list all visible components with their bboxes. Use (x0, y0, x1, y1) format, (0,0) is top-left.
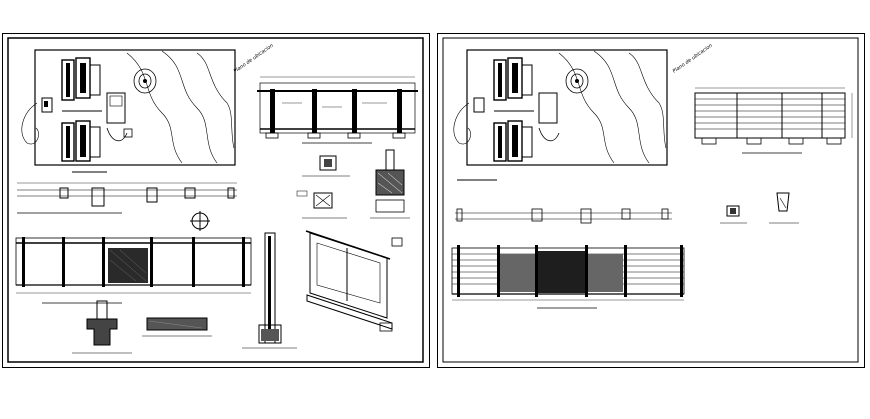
drawing-sheet-right: Plano de ubicacion (437, 33, 865, 368)
foundation-plan-strip (17, 182, 237, 214)
cad-drawing-left: Plano de ubicacion (2, 33, 430, 368)
fence-isometric-view (305, 230, 403, 332)
north-label-left: Plano de ubicacion (233, 43, 275, 75)
post-detail-small (720, 192, 799, 224)
drawing-sheet-left: Plano de ubicacion (2, 33, 430, 368)
column-detail-small (296, 155, 350, 219)
north-label-right: Plano de ubicacion (672, 43, 714, 75)
beam-section-bottom (142, 317, 212, 337)
section-marker-symbol (190, 211, 210, 231)
cad-drawing-right: Plano de ubicacion (437, 33, 865, 368)
site-plan: Plano de ubicacion (21, 43, 275, 173)
footing-section-bottom (72, 300, 132, 354)
site-plan-right: Plano de ubicacion (453, 43, 714, 181)
timber-fence-elevation (694, 87, 853, 154)
foundation-plan-strip-right (455, 208, 672, 224)
fence-elevation-top (257, 76, 418, 144)
footing-detail-hatched (370, 149, 410, 219)
column-section-vertical (242, 232, 297, 349)
fence-elevation-right (451, 245, 685, 309)
fence-elevation-main (15, 237, 252, 304)
